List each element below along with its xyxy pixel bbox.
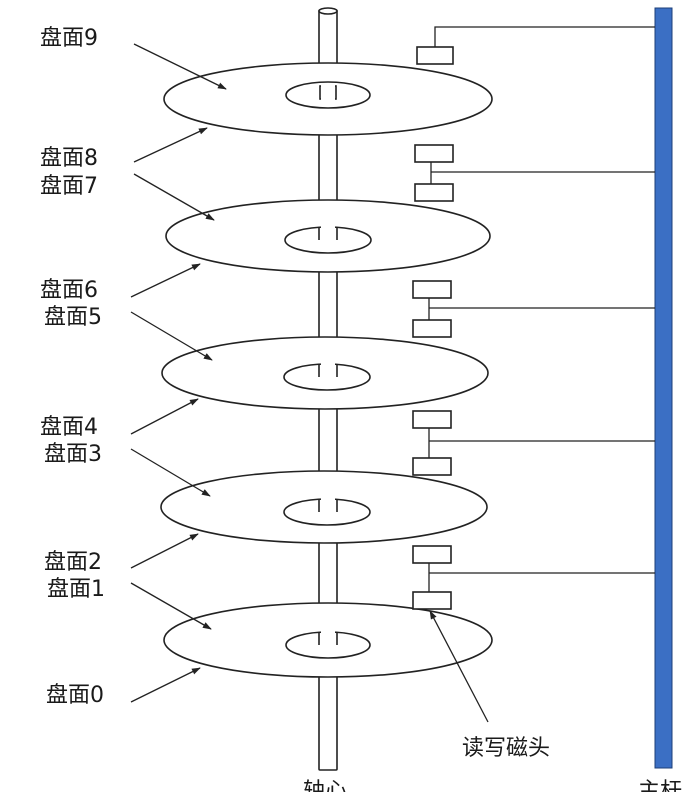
pointer-surface-8 xyxy=(133,127,208,163)
surface-label-4: 盘面4 xyxy=(40,415,98,440)
main-arm-rod xyxy=(654,7,673,769)
pointer-read-write-head xyxy=(429,610,489,723)
platter-1 xyxy=(163,602,493,678)
spindle-top-cap xyxy=(318,7,338,15)
spindle-label: 轴心 xyxy=(303,779,347,792)
read-write-head xyxy=(412,319,452,338)
read-write-head xyxy=(414,144,454,163)
pointer-surface-3 xyxy=(130,448,211,497)
platter-4 xyxy=(165,199,491,273)
main-arm-label: 主杆 xyxy=(638,779,682,792)
surface-label-5: 盘面5 xyxy=(44,305,102,330)
read-write-head-assembly xyxy=(412,26,655,610)
read-write-head xyxy=(412,410,452,429)
read-write-head xyxy=(416,46,454,65)
surface-label-3: 盘面3 xyxy=(44,442,102,467)
pointer-surface-4 xyxy=(130,398,199,435)
read-write-head xyxy=(414,183,454,202)
surface-label-1: 盘面1 xyxy=(47,577,105,602)
read-write-head-label: 读写磁头 xyxy=(462,736,550,761)
pointer-surface-7 xyxy=(133,173,215,221)
read-write-head xyxy=(412,280,452,299)
surface-label-7: 盘面7 xyxy=(40,174,98,199)
platter-3 xyxy=(161,336,489,410)
pointer-surface-2 xyxy=(130,533,199,569)
pointer-surface-0 xyxy=(130,667,201,703)
pointer-surface-6 xyxy=(130,263,201,298)
read-write-head xyxy=(412,545,452,564)
pointer-surface-5 xyxy=(130,311,213,361)
pointer-surface-1 xyxy=(130,582,212,630)
surface-label-9: 盘面9 xyxy=(40,26,98,51)
surface-label-0: 盘面0 xyxy=(46,683,104,708)
read-write-head xyxy=(412,591,452,610)
surface-label-6: 盘面6 xyxy=(40,278,98,303)
platter-5 xyxy=(163,62,493,136)
read-write-head xyxy=(412,457,452,476)
surface-label-8: 盘面8 xyxy=(40,146,98,171)
pointer-surface-9 xyxy=(133,43,227,90)
surface-label-2: 盘面2 xyxy=(44,550,102,575)
surface-pointers xyxy=(130,43,227,703)
platter-2 xyxy=(160,470,488,544)
